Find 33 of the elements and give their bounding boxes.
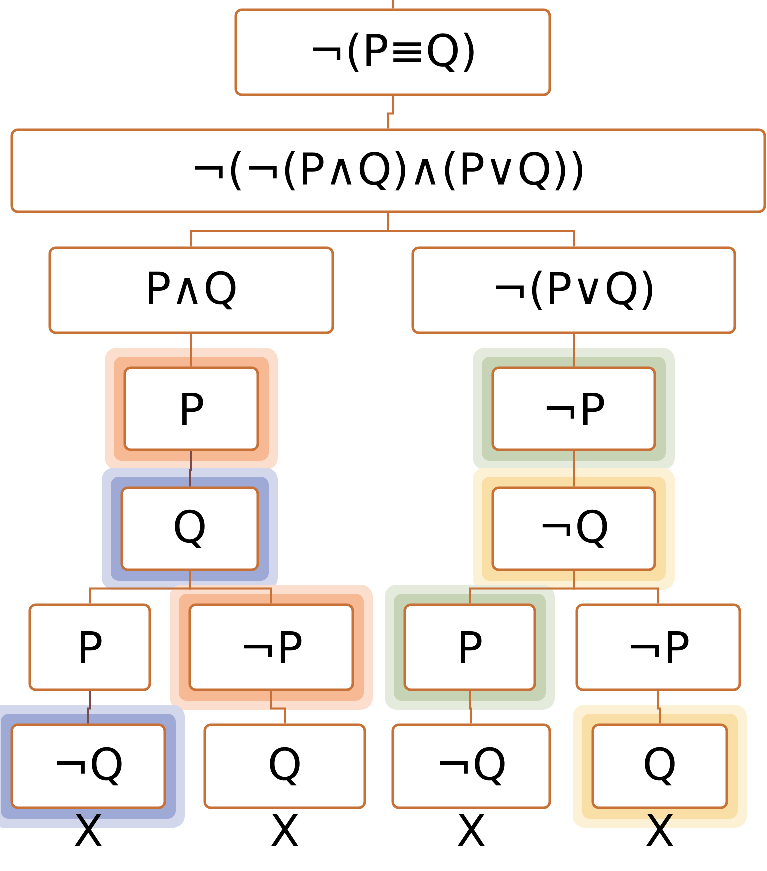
connector-line xyxy=(469,691,472,724)
connector-line xyxy=(573,334,575,367)
formula-box: ¬Q xyxy=(392,724,552,810)
closure-mark: X xyxy=(458,814,486,847)
formula-box: Q xyxy=(592,724,728,810)
formula-box: P∧Q xyxy=(48,246,334,334)
formula-box: ¬Q xyxy=(492,486,656,572)
closure-mark: X xyxy=(271,814,299,847)
connector-line xyxy=(270,691,286,724)
formula-box: Q xyxy=(204,724,366,810)
formula-box: ¬(¬(P∧Q)∧(P∨Q)) xyxy=(10,128,766,214)
connector-line xyxy=(388,96,394,129)
formula-box: P xyxy=(124,366,260,452)
closure-mark: X xyxy=(646,814,674,847)
formula-box: ¬(P∨Q) xyxy=(412,246,736,334)
connector-line xyxy=(392,0,394,9)
connector-line xyxy=(190,334,192,367)
connector-line xyxy=(189,571,272,604)
connector-line xyxy=(189,451,192,487)
formula-box: ¬Q xyxy=(10,724,166,810)
connector-line xyxy=(388,213,575,247)
formula-box: ¬(P≡Q) xyxy=(234,8,552,96)
closure-mark: X xyxy=(74,814,102,847)
connector-line xyxy=(658,691,661,724)
formula-box: P xyxy=(404,604,536,692)
formula-box: P xyxy=(28,604,152,692)
formula-box: ¬P xyxy=(188,604,354,692)
connector-line xyxy=(573,571,660,604)
formula-box: Q xyxy=(120,486,260,572)
formula-box: ¬P xyxy=(492,366,656,452)
formula-box: ¬P xyxy=(576,604,742,692)
connector-line xyxy=(573,451,575,487)
connector-line xyxy=(88,691,91,724)
